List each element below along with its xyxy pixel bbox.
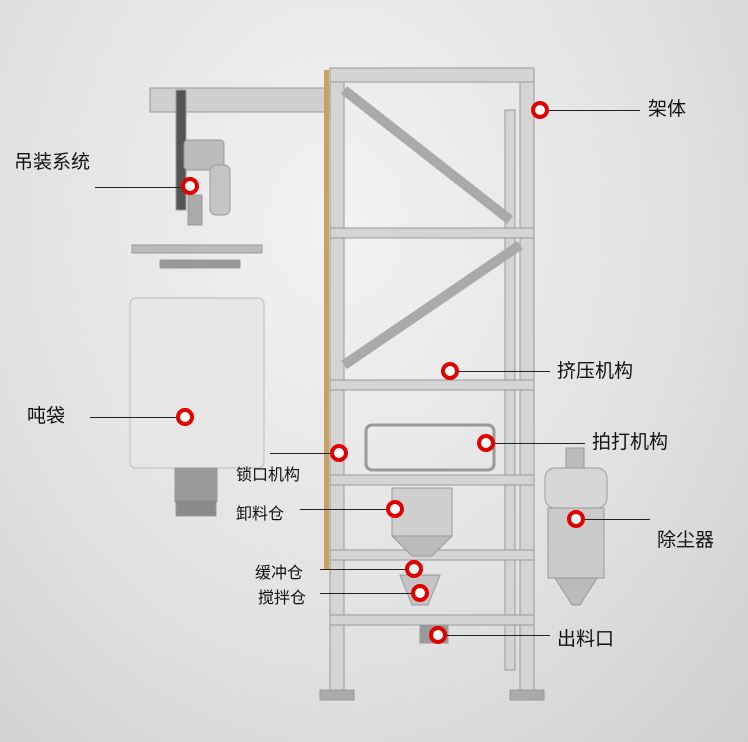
leader-line-outlet (438, 635, 550, 636)
label-beater: 拍打机构 (592, 431, 669, 453)
label-ton-bag: 吨袋 (27, 405, 66, 427)
leader-line-hoist (95, 187, 190, 188)
marker-mixing-bin (411, 584, 429, 602)
marker-beater (477, 434, 495, 452)
marker-ton-bag (176, 408, 194, 426)
marker-buffer-bin (405, 560, 423, 578)
label-dust-collector: 除尘器 (657, 529, 715, 551)
label-lock: 锁口机构 (236, 465, 301, 484)
marker-outlet (429, 626, 447, 644)
label-discharge-bin: 卸料仓 (236, 504, 285, 523)
marker-frame (531, 101, 549, 119)
marker-discharge-bin (386, 500, 404, 518)
marker-dust-collector (567, 510, 585, 528)
leader-line-mixing-bin (320, 593, 420, 594)
leader-line-frame (540, 110, 640, 111)
leader-line-lock (270, 453, 339, 454)
marker-lock (330, 444, 348, 462)
leader-line-ton-bag (90, 417, 185, 418)
label-frame: 架体 (648, 98, 687, 120)
label-hoist: 吊装系统 (14, 151, 91, 173)
label-squeeze: 挤压机构 (557, 360, 634, 382)
leader-line-beater (486, 443, 585, 444)
label-buffer-bin: 缓冲仓 (255, 563, 304, 582)
leader-line-buffer-bin (320, 569, 414, 570)
label-outlet: 出料口 (557, 628, 615, 650)
leader-line-dust-collector (576, 519, 650, 520)
label-mixing-bin: 搅拌仓 (258, 588, 307, 607)
leader-line-squeeze (450, 371, 550, 372)
marker-hoist (181, 177, 199, 195)
marker-squeeze (441, 362, 459, 380)
leader-line-discharge-bin (300, 509, 395, 510)
